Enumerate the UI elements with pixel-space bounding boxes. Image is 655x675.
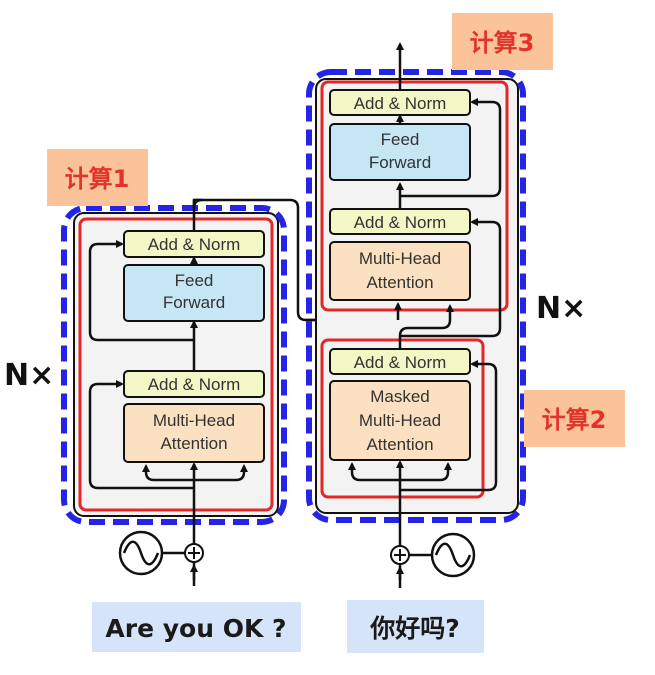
calc2-label-bg bbox=[524, 390, 625, 447]
encoder-multi-head-line1: Multi-Head bbox=[153, 411, 235, 430]
encoder-feed-forward-box bbox=[123, 264, 265, 322]
decoder-add-norm-1-label: Add & Norm bbox=[354, 94, 447, 113]
encoder-multi-head-box bbox=[123, 403, 265, 463]
calc1-label: 计算1 bbox=[65, 165, 130, 193]
encoder-add-icon bbox=[184, 543, 204, 563]
encoder-add-norm-bottom-box bbox=[123, 370, 265, 398]
decoder-add-norm-3-label: Add & Norm bbox=[354, 353, 447, 372]
encoder-stack: Add & Norm Feed Forward Add & Norm Multi… bbox=[4, 149, 398, 652]
decoder-multi-head-line1: Multi-Head bbox=[359, 249, 441, 268]
encoder-feed-forward-line1: Feed bbox=[175, 271, 214, 290]
decoder-red-box-top bbox=[320, 80, 509, 312]
decoder-input-text: 你好吗? bbox=[369, 614, 460, 643]
decoder-stack: Add & Norm Feed Forward Add & Norm Multi… bbox=[306, 13, 625, 653]
decoder-masked-line3: Attention bbox=[366, 435, 433, 454]
encoder-feed-forward-line2: Forward bbox=[163, 293, 225, 312]
decoder-add-norm-3-box bbox=[329, 348, 471, 375]
encoder-input-text: Are you OK ? bbox=[105, 614, 286, 643]
decoder-input-bg bbox=[347, 600, 484, 653]
decoder-feed-forward-box bbox=[329, 123, 471, 181]
decoder-feed-forward-line2: Forward bbox=[369, 153, 431, 172]
encoder-add-norm-bottom-label: Add & Norm bbox=[148, 375, 241, 394]
calc3-label-bg bbox=[452, 13, 553, 70]
decoder-multi-head-box bbox=[329, 241, 471, 301]
decoder-feed-forward-line1: Feed bbox=[381, 130, 420, 149]
decoder-masked-attention-box bbox=[329, 380, 471, 461]
encoder-add-norm-top-box bbox=[123, 230, 265, 258]
encoder-repeat-label: N× bbox=[4, 358, 54, 393]
encoder-input-bg bbox=[92, 602, 301, 652]
decoder-dashed-box bbox=[306, 69, 526, 523]
encoder-stack-box bbox=[73, 212, 279, 517]
decoder-add-norm-2-label: Add & Norm bbox=[354, 213, 447, 232]
decoder-multi-head-line2: Attention bbox=[366, 273, 433, 292]
decoder-add-norm-1-box bbox=[329, 89, 471, 116]
decoder-masked-line1: Masked bbox=[370, 387, 430, 406]
calc2-label: 计算2 bbox=[542, 406, 607, 434]
encoder-multi-head-line2: Attention bbox=[160, 434, 227, 453]
decoder-add-icon bbox=[390, 545, 410, 565]
encoder-red-box bbox=[78, 217, 274, 512]
encoder-dashed-box bbox=[61, 205, 287, 525]
encoder-add-norm-top-label: Add & Norm bbox=[148, 235, 241, 254]
calc1-label-bg bbox=[47, 149, 148, 206]
decoder-positional-encoding-icon bbox=[430, 532, 476, 578]
decoder-repeat-label: N× bbox=[536, 291, 586, 326]
encoder-positional-encoding-icon bbox=[118, 530, 164, 576]
decoder-connectors bbox=[348, 42, 502, 580]
decoder-add-norm-2-box bbox=[329, 208, 471, 235]
decoder-masked-line2: Multi-Head bbox=[359, 411, 441, 430]
calc3-label: 计算3 bbox=[470, 29, 535, 57]
decoder-red-box-bottom bbox=[320, 338, 485, 499]
